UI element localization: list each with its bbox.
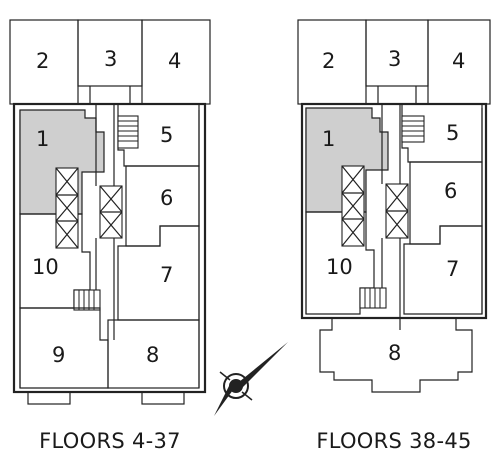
unit-5 <box>117 103 200 167</box>
unit-7 <box>403 225 483 315</box>
unit-label-3: 3 <box>388 47 401 71</box>
unit-6 <box>409 161 483 245</box>
unit-label-3: 3 <box>104 47 117 71</box>
floor-plan-4-37: 2 3 4 1 5 6 10 7 9 8 <box>9 19 211 405</box>
unit-8 <box>319 317 473 393</box>
unit-label-10: 10 <box>326 255 353 279</box>
elevator-bank-left <box>55 167 79 249</box>
unit-label-6: 6 <box>160 186 173 210</box>
unit-5 <box>401 103 483 163</box>
unit-label-5: 5 <box>160 123 173 147</box>
stair-icon <box>359 287 387 309</box>
unit-8 <box>107 319 200 389</box>
building-outline <box>12 102 207 394</box>
stair-icon <box>401 115 425 143</box>
unit-label-7: 7 <box>160 263 173 287</box>
unit-label-8: 8 <box>388 341 401 365</box>
unit-label-2: 2 <box>322 49 335 73</box>
unit-label-10: 10 <box>32 255 59 279</box>
unit-label-2: 2 <box>36 49 49 73</box>
stair-icon <box>117 115 139 149</box>
elevator-bank-right <box>99 185 123 239</box>
floor-plan-38-45: 2 3 4 1 5 6 10 7 8 <box>297 19 491 393</box>
unit-label-8: 8 <box>146 343 159 367</box>
unit-label-4: 4 <box>168 49 181 73</box>
north-arrow-compass-icon <box>214 342 288 416</box>
unit-label-6: 6 <box>444 179 457 203</box>
unit-label-7: 7 <box>446 257 459 281</box>
floor-caption-4-37: FLOORS 4-37 <box>39 429 181 453</box>
unit-label-1: 1 <box>322 127 335 151</box>
unit-label-1: 1 <box>36 127 49 151</box>
unit-label-5: 5 <box>446 121 459 145</box>
stair-icon <box>73 289 101 311</box>
elevator-bank-left <box>341 165 365 247</box>
floor-caption-38-45: FLOORS 38-45 <box>316 429 471 453</box>
elevator-bank-right <box>385 183 409 239</box>
unit-label-9: 9 <box>52 343 65 367</box>
unit-label-4: 4 <box>452 49 465 73</box>
unit-7 <box>117 225 200 321</box>
